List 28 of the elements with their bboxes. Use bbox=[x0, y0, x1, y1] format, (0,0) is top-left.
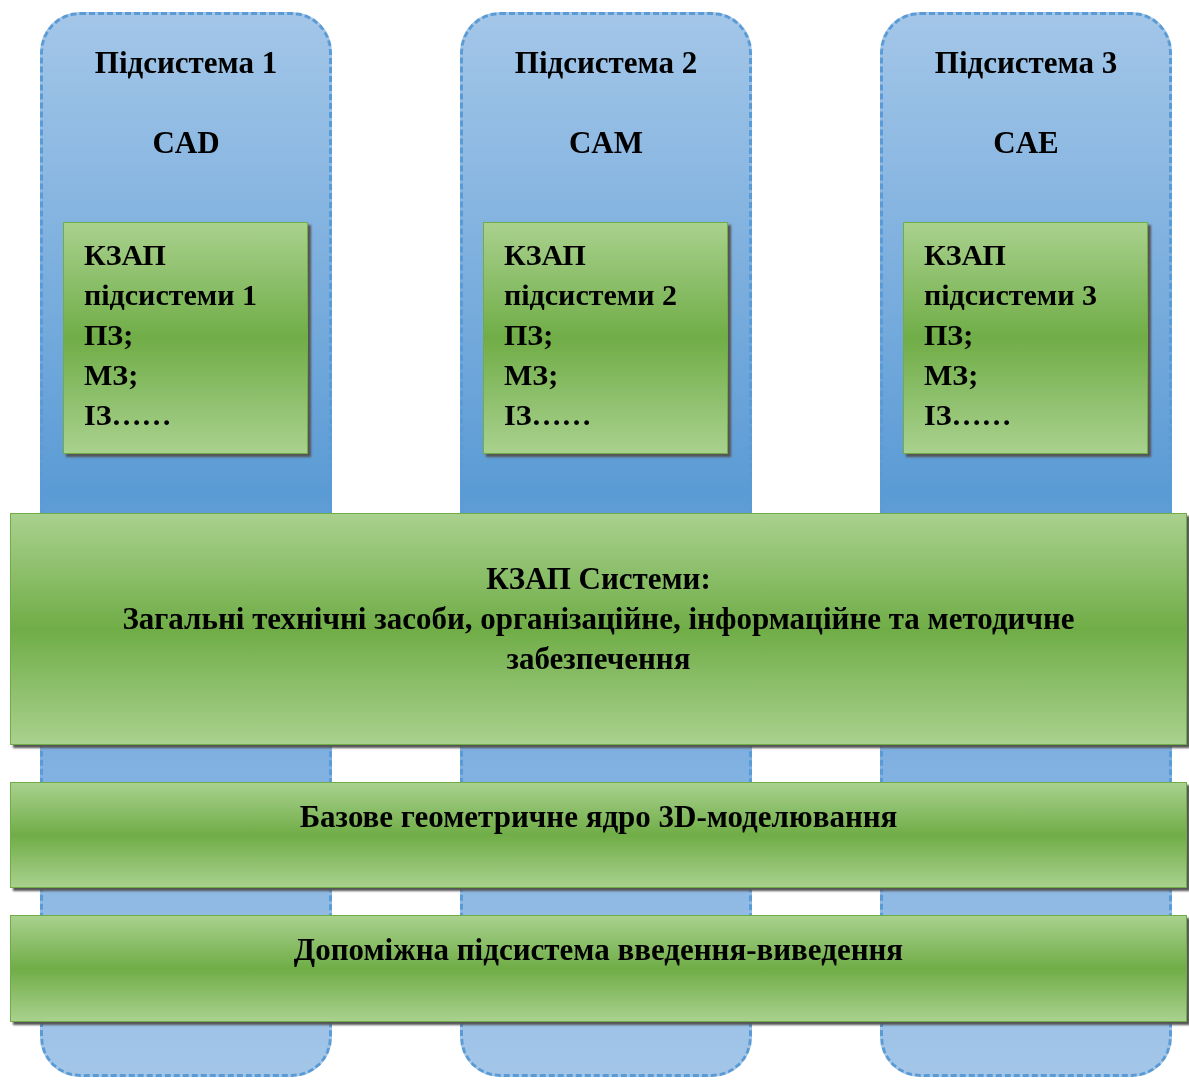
module-text: КЗАП підсистеми 3 bbox=[924, 237, 1098, 313]
column-subtitle: CAM bbox=[567, 125, 644, 161]
column-subtitle: CAD bbox=[151, 125, 221, 161]
band-heading: КЗАП Системи: bbox=[485, 560, 712, 598]
layer-band bbox=[10, 513, 1187, 745]
module-text: ПЗ; bbox=[924, 317, 975, 353]
band-text: Допоміжна підсистема введення-виведення bbox=[292, 931, 905, 969]
layer-band bbox=[10, 782, 1187, 888]
band-text: Загальні технічні засоби, організаційне, інформаційне та методичне забезпечення bbox=[121, 600, 1076, 678]
module-text: ІЗ…… bbox=[924, 397, 1013, 433]
module-box bbox=[63, 222, 308, 454]
module-text: ІЗ…… bbox=[84, 397, 173, 433]
module-box bbox=[903, 222, 1148, 454]
layer-band bbox=[10, 915, 1187, 1022]
module-text: ІЗ…… bbox=[504, 397, 593, 433]
module-text: ПЗ; bbox=[84, 317, 135, 353]
module-text: КЗАП підсистеми 2 bbox=[504, 237, 678, 313]
module-text: МЗ; bbox=[84, 357, 140, 393]
module-box bbox=[483, 222, 728, 454]
module-text: МЗ; bbox=[504, 357, 560, 393]
column-heading: Підсистема 3 bbox=[933, 45, 1119, 81]
column-subtitle: CAE bbox=[992, 125, 1060, 161]
column-heading: Підсистема 1 bbox=[93, 45, 279, 81]
module-text: МЗ; bbox=[924, 357, 980, 393]
module-text: КЗАП підсистеми 1 bbox=[84, 237, 258, 313]
column-heading: Підсистема 2 bbox=[513, 45, 699, 81]
module-text: ПЗ; bbox=[504, 317, 555, 353]
band-text: Базове геометричне ядро 3D-моделювання bbox=[298, 798, 899, 836]
